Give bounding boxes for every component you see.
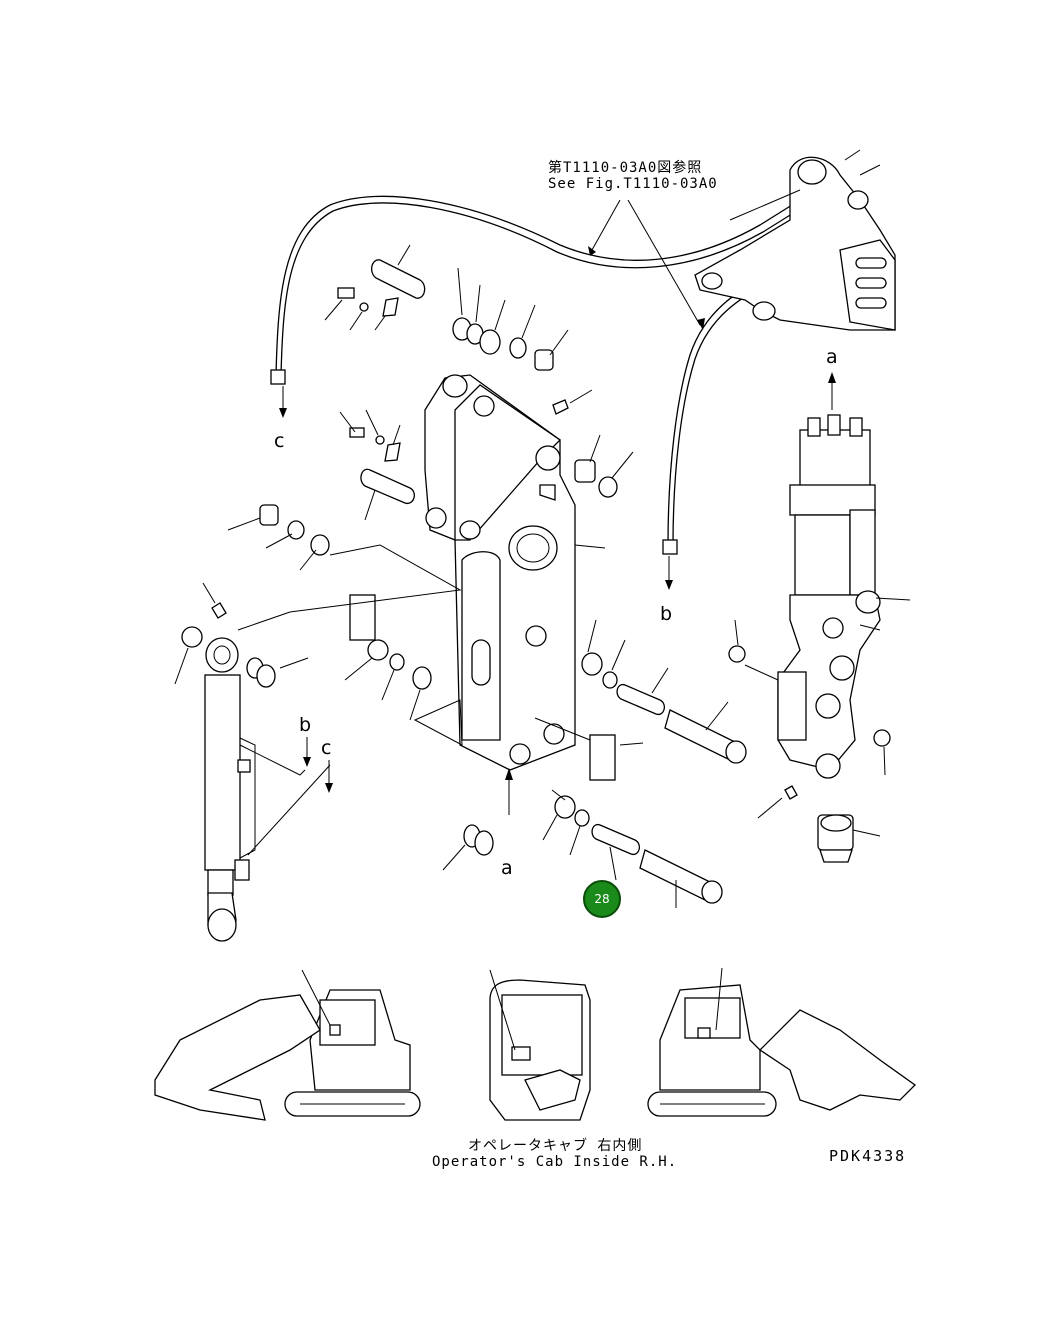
- marker-c-swing: c: [321, 737, 332, 759]
- swing-bracket: [424, 374, 606, 815]
- left-bushings: [227, 504, 463, 746]
- figure-code: PDK4338: [829, 1147, 907, 1165]
- marker-c-hose: c: [274, 430, 285, 452]
- excavator-right-view: [647, 967, 917, 1117]
- reference-note-japanese: 第T1110-03A0図参照: [548, 160, 703, 176]
- marker-b-swing: b: [299, 714, 312, 736]
- marker-a-bracket: a: [501, 857, 513, 879]
- hydraulic-hose: [270, 195, 804, 590]
- cab-inside-view: [489, 969, 591, 1121]
- upper-pins: [324, 244, 634, 521]
- lower-pins: [442, 619, 747, 908]
- swing-cylinder: [174, 582, 333, 942]
- cab-caption-japanese: オペレータキャブ 右内側: [468, 1138, 643, 1154]
- excavator-left-view: [154, 969, 421, 1121]
- boom-bracket: [694, 149, 896, 331]
- reference-note-english: See Fig.T1110-03A0: [548, 176, 718, 192]
- callout-28-badge[interactable]: 28: [583, 880, 621, 918]
- right-cylinder-assembly: [728, 372, 911, 863]
- cab-caption-english: Operator's Cab Inside R.H.: [432, 1154, 678, 1170]
- marker-a-cylinder: a: [826, 346, 838, 368]
- marker-b-hose: b: [660, 603, 673, 625]
